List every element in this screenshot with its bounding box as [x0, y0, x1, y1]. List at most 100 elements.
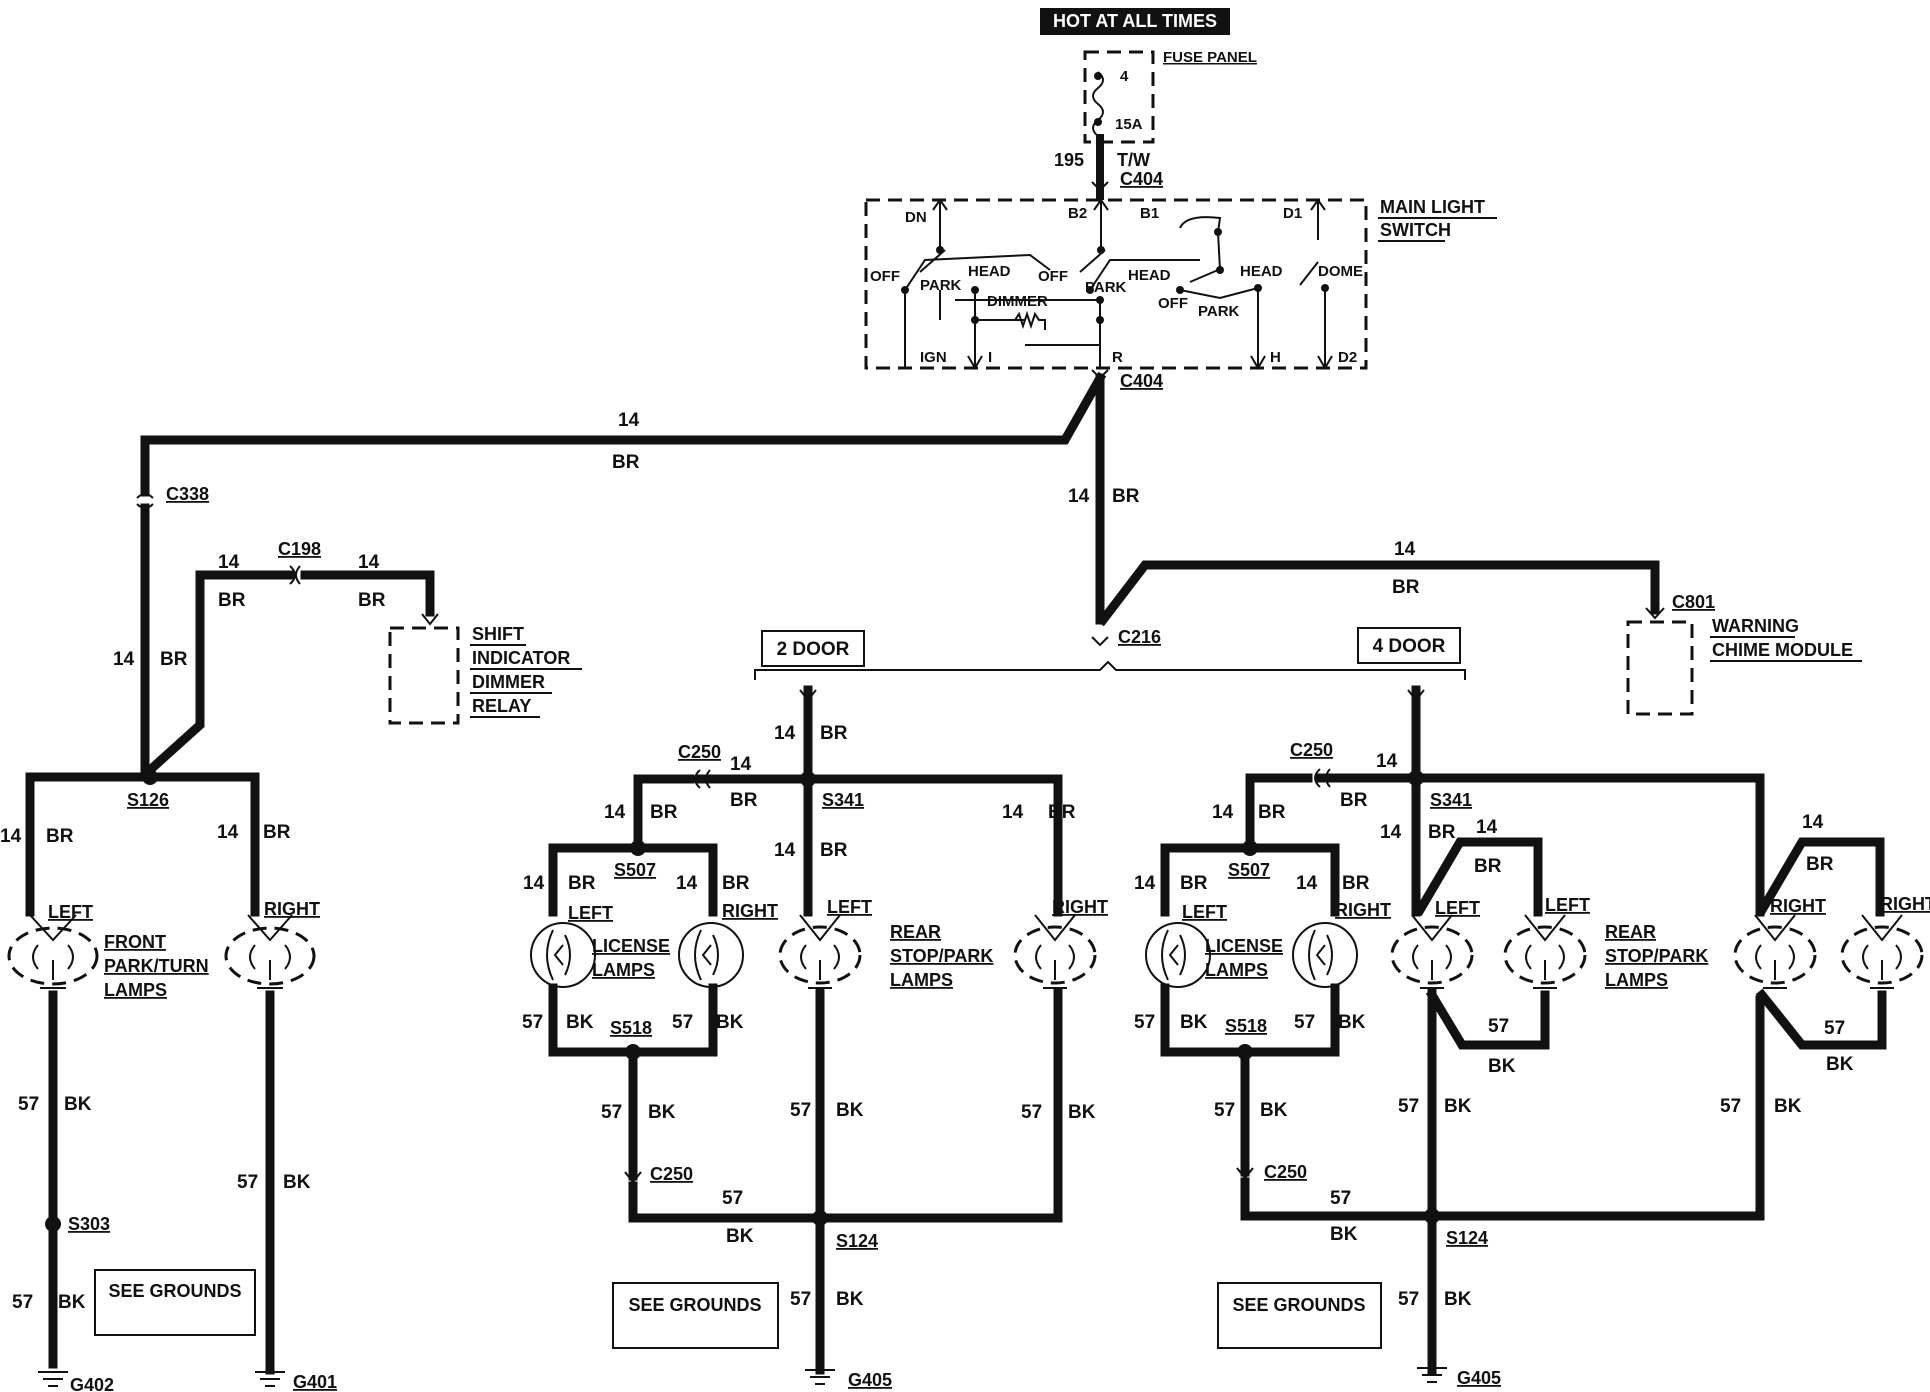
w-14-l: 14 [774, 840, 796, 861]
w-57-m: 57 [1488, 1016, 1509, 1037]
w-57-e: 57 [672, 1012, 693, 1033]
fuse-panel-box [1083, 50, 1155, 144]
w-bk-l: BK [1338, 1012, 1366, 1033]
g405-4door-label: G405 [1457, 1368, 1501, 1388]
w-br-r: BR [1428, 822, 1456, 843]
w-bk-a: BK [64, 1094, 92, 1115]
w-57-q: 57 [1720, 1096, 1741, 1117]
w-57-k: 57 [1134, 1012, 1155, 1033]
s126-splice [142, 769, 158, 785]
front-right-lamp [224, 914, 316, 989]
term-b2: B2 [1068, 205, 1087, 222]
w-br-b: BR [1112, 486, 1140, 507]
s518-4door-splice [1237, 1044, 1253, 1060]
w-bk-q: BK [1774, 1096, 1802, 1117]
w-bk-b: BK [283, 1172, 311, 1193]
w-57-j: 57 [790, 1289, 811, 1310]
rear-left-label-2door: LEFT [827, 897, 872, 917]
term-r: R [1112, 349, 1123, 366]
w-57-b: 57 [237, 1172, 258, 1193]
switch-park-3: PARK [1198, 303, 1240, 320]
four-door-bk-wires [1160, 983, 1887, 1375]
rear-label-2-2door: STOP/PARK [890, 946, 993, 966]
w-14-f: 14 [113, 649, 135, 670]
switch-off-2: OFF [1038, 268, 1068, 285]
see-grounds-box-2 [612, 1282, 779, 1349]
w-14-p: 14 [1376, 751, 1398, 772]
s124-4door-label: S124 [1446, 1228, 1488, 1248]
main-light-switch-box [864, 198, 1368, 370]
w-14-a: 14 [618, 410, 640, 431]
w-14-d: 14 [218, 552, 240, 573]
w-bk-n: BK [1826, 1054, 1854, 1075]
see-grounds-3: SEE GROUNDS [1232, 1295, 1365, 1315]
switch-off-1: OFF [870, 268, 900, 285]
w-br-k: BR [650, 802, 678, 823]
s507-4door-label: S507 [1228, 860, 1270, 880]
two-door-box [761, 630, 865, 667]
w-14-v: 14 [1296, 873, 1318, 894]
c198-label: C198 [278, 539, 321, 559]
shift-indicator-wires [143, 570, 435, 777]
four-door-label: 4 DOOR [1373, 636, 1446, 657]
rear-right-lamp-4door-a [1733, 914, 1817, 989]
license-left-label-2door: LEFT [568, 903, 613, 923]
w-14-n: 14 [523, 873, 545, 894]
w-br-p: BR [1340, 790, 1368, 811]
variant-bracket [754, 660, 1466, 680]
switch-internal-wiring [904, 198, 1333, 370]
s341-2door-splice [800, 771, 816, 787]
s124-4door-splice [1424, 1208, 1440, 1224]
w-bk-e: BK [716, 1012, 744, 1033]
w-br-i: BR [820, 723, 848, 744]
term-d1: D1 [1283, 205, 1302, 222]
sidr-label-1: SHIFT [472, 624, 524, 644]
c198-connector [289, 565, 301, 585]
four-door-br-wires [1160, 685, 1885, 917]
wire-195-circuit: 195 [1054, 150, 1084, 170]
w-14-c: 14 [1394, 539, 1416, 560]
rear-left-lamp-4door-a [1390, 914, 1474, 989]
warning-chime-module-box [1626, 620, 1694, 716]
g402-ground-symbol [38, 1371, 68, 1387]
w-bk-k: BK [1180, 1012, 1208, 1033]
w-14-m: 14 [1002, 802, 1024, 823]
license-right-label-4door: RIGHT [1335, 900, 1391, 920]
rear-label-3-4door: LAMPS [1605, 970, 1668, 990]
license-left-lamp-4door [1145, 922, 1211, 988]
c801-label: C801 [1672, 592, 1715, 612]
w-bk-c: BK [58, 1292, 86, 1313]
c338-label: C338 [166, 484, 209, 504]
license-right-label-2door: RIGHT [722, 901, 778, 921]
w-57-c: 57 [12, 1292, 33, 1313]
w-br-l: BR [820, 840, 848, 861]
s518-2door-splice [625, 1044, 641, 1060]
w-bk-d: BK [566, 1012, 594, 1033]
rear-left-lamp-2door [778, 914, 862, 989]
w-br-q: BR [1258, 802, 1286, 823]
license-label-1-4door: LICENSE [1205, 936, 1283, 956]
w-bk-g: BK [836, 1100, 864, 1121]
fuse-panel-label: FUSE PANEL [1163, 49, 1257, 66]
w-14-o: 14 [676, 873, 698, 894]
w-br-h: BR [263, 822, 291, 843]
w-br-s: BR [1474, 856, 1502, 877]
w-57-o: 57 [1214, 1100, 1235, 1121]
w-14-b: 14 [1068, 486, 1090, 507]
shift-indicator-relay-box [388, 626, 460, 725]
term-ign: IGN [920, 349, 947, 366]
switch-head-2: HEAD [1128, 267, 1171, 284]
c250-2door-bottom [624, 1171, 642, 1184]
w-57-d: 57 [522, 1012, 543, 1033]
w-bk-j: BK [836, 1289, 864, 1310]
c250-4door-top-label: C250 [1290, 740, 1333, 760]
w-57-i: 57 [722, 1188, 743, 1209]
wcm-label-1: WARNING [1712, 616, 1799, 636]
c250-2door-top [694, 769, 711, 789]
term-h: H [1270, 349, 1281, 366]
w-bk-o: BK [1260, 1100, 1288, 1121]
w-br-v: BR [1342, 873, 1370, 894]
c250-4door-top [1314, 768, 1331, 788]
rear-right-lamp-4door-b [1840, 914, 1924, 989]
